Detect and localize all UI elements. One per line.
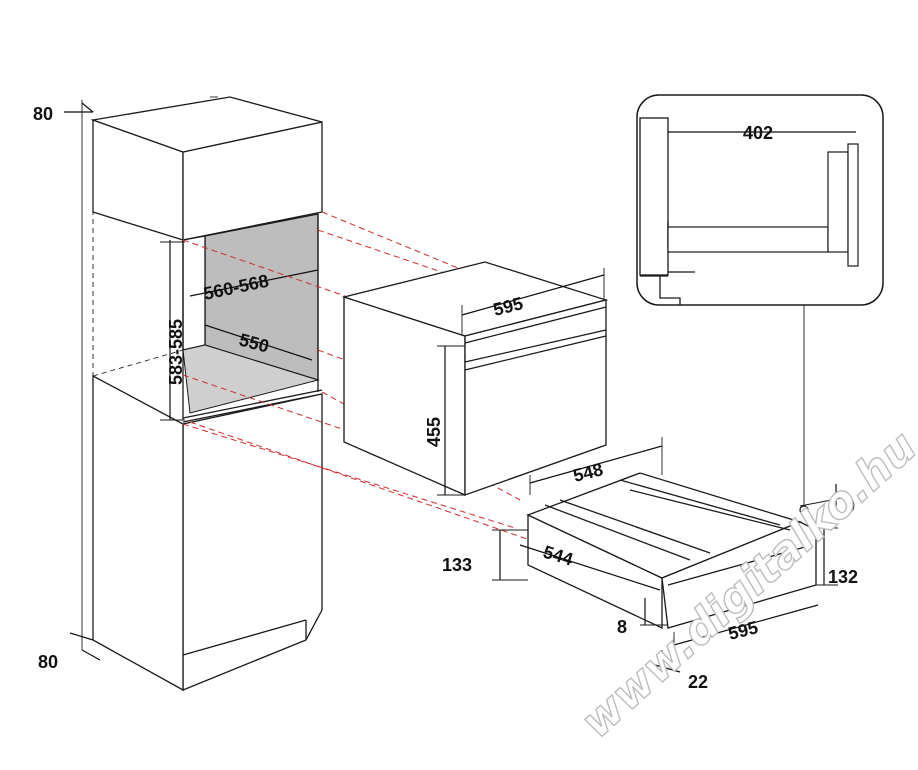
label-top-gap: 80 [33,104,53,124]
dim-line-niche-width [189,269,319,297]
label-drawer-height-right: 132 [828,567,858,587]
oven [341,261,609,496]
cabinet-bottom-front-face [182,393,323,691]
detail-marker [799,505,809,515]
drawer-front [661,521,817,629]
dim-line-niche-depth [204,324,313,361]
cabinet-top-roof [90,96,323,153]
oven-front [464,299,607,496]
tall-cabinet [81,96,323,692]
dim-line-drawer-width-top [529,445,663,484]
label-top-offset: 9 [845,496,855,516]
detail-inset [636,94,884,306]
label-drawer-width-top: 548 [571,459,605,486]
dim-line-bottom-gap [69,632,94,641]
cabinet-bottom-left-face [92,374,184,692]
dim-line-drawer-depth [519,544,661,591]
label-drawer-height-left: 133 [442,555,472,575]
label-bottom-gap: 80 [38,652,58,672]
label-front-offset: 22 [688,672,708,692]
label-niche-height: 583-585 [166,319,186,385]
dim-line-drawer-front-width [673,604,819,646]
label-detail-depth: 402 [743,123,773,143]
dim-line-oven-width [461,274,605,316]
label-oven-height: 455 [424,417,444,447]
niche-left-side [182,235,206,351]
dim-line-front-offset [654,664,681,673]
label-bottom-offset: 8 [617,617,627,637]
warming-drawer [526,472,817,630]
